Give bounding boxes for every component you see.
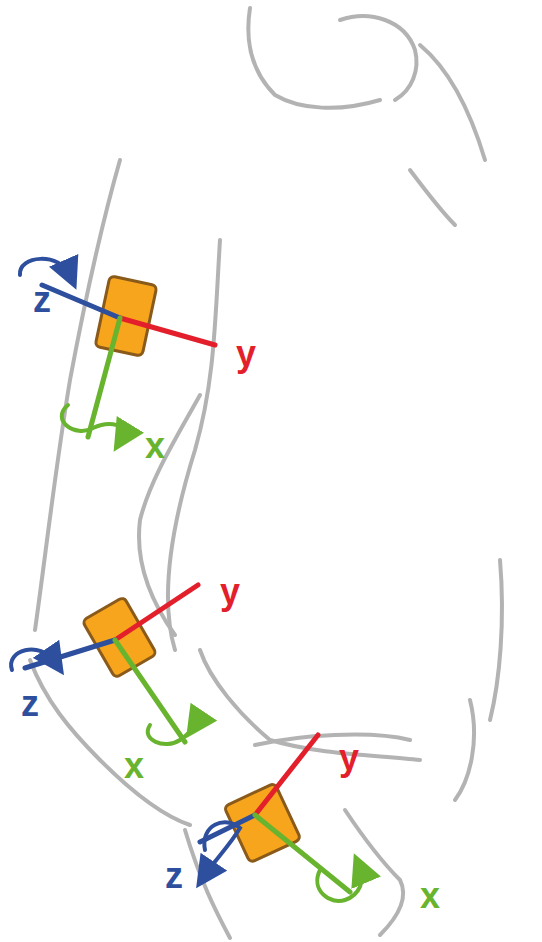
axis-label: z: [165, 858, 183, 894]
axis-label: x: [420, 878, 440, 914]
axis-label: y: [339, 740, 359, 776]
axis-label: y: [220, 574, 240, 610]
axis-label: x: [124, 748, 144, 784]
arm-sketch: [30, 8, 502, 938]
axis-label: z: [33, 282, 51, 318]
axes: [11, 259, 362, 901]
imu-sensors: [82, 276, 301, 863]
axis-label: x: [145, 428, 165, 464]
axis-label: y: [236, 336, 256, 372]
axis-label: z: [21, 686, 39, 722]
